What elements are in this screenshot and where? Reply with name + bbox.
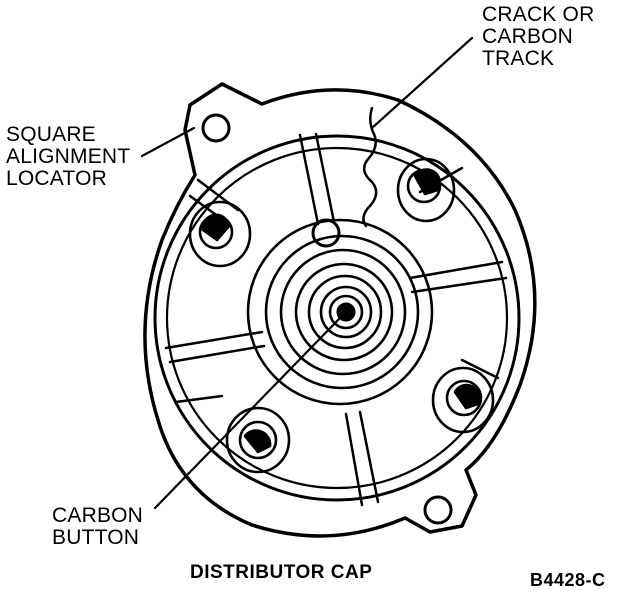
center-rings [246, 218, 434, 406]
label-carbon-button: CARBON BUTTON [52, 504, 144, 549]
terminal-bottom-left [225, 406, 291, 474]
leader-crack [370, 36, 474, 130]
label-crack-or-carbon-track: CRACK OR CARBON TRACK [482, 3, 595, 70]
carbon-button-contact [336, 302, 356, 322]
terminal-top-right [396, 157, 456, 223]
label-square-alignment-locator: SQUARE ALIGNMENT LOCATOR [6, 123, 131, 190]
terminal-left [188, 200, 252, 268]
leader-square [140, 126, 196, 158]
mounting-hole-top-left [201, 113, 231, 143]
mounting-hole-bottom-right [423, 495, 453, 525]
leader-carbon [153, 316, 342, 510]
cap-outer-flange [143, 82, 537, 538]
cap-rim-inner [153, 134, 521, 502]
figure-code: B4428-C [530, 570, 606, 590]
cap-rim-inner-2 [165, 146, 509, 490]
crack-track [362, 106, 378, 228]
figure-caption: DISTRIBUTOR CAP [190, 562, 373, 583]
terminal-bottom-right [431, 366, 495, 434]
